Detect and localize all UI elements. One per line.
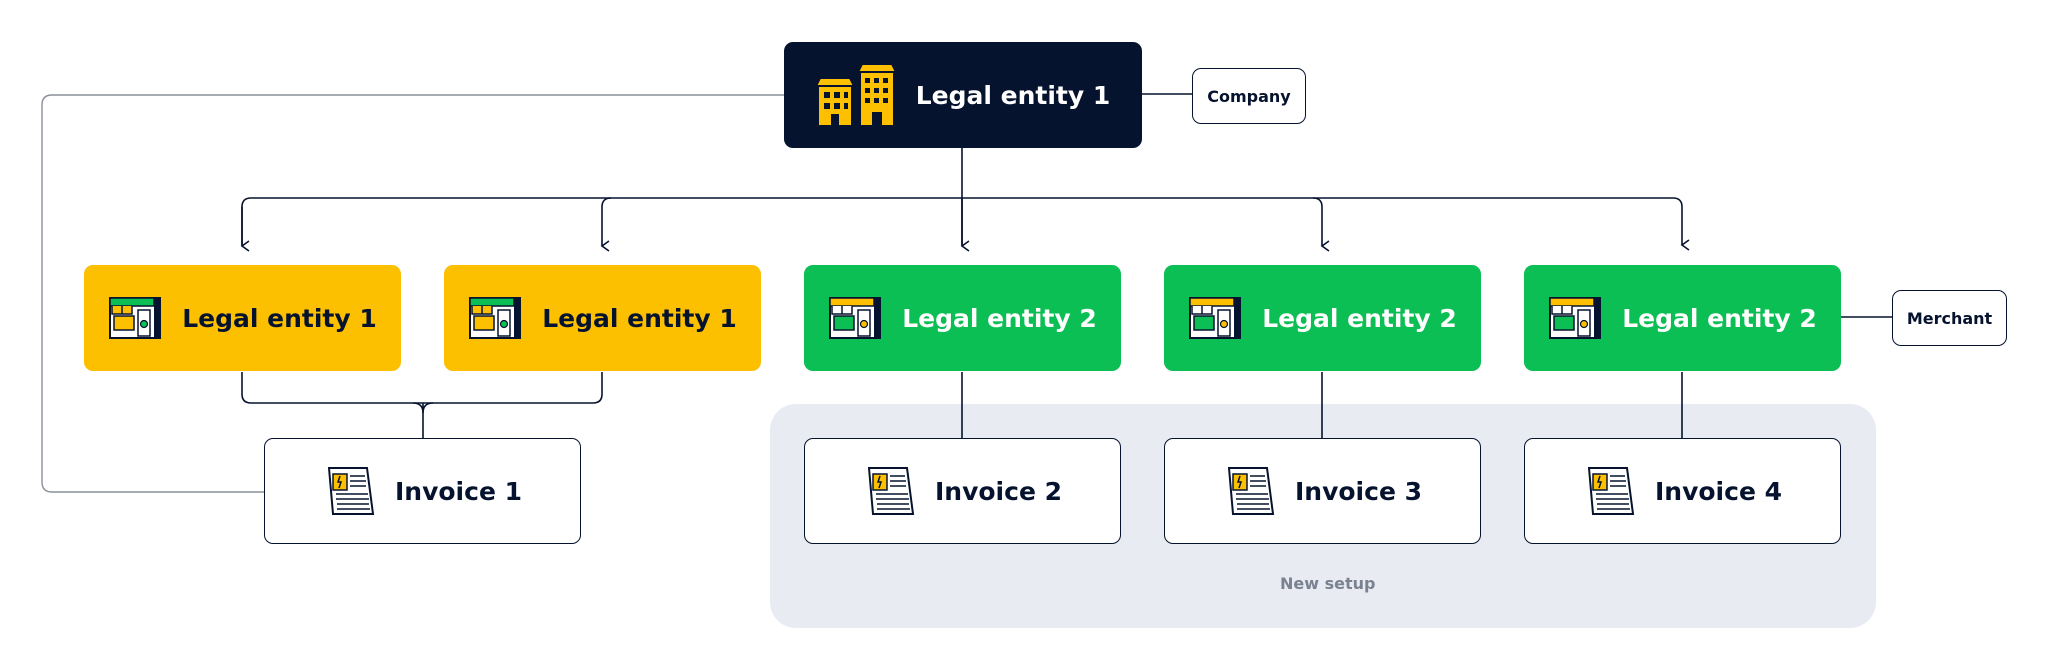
entity-label-4: Legal entity 2 xyxy=(1262,303,1457,333)
company-tag: Company xyxy=(1192,68,1306,124)
invoice-icon xyxy=(863,466,915,516)
invoice-label-3: Invoice 3 xyxy=(1294,476,1422,506)
company-invoice-line xyxy=(41,94,784,493)
branch-arrow-4 xyxy=(1312,197,1330,252)
branch-arrow-2 xyxy=(602,197,611,246)
root-legal-entity-node[interactable]: Legal entity 1 xyxy=(784,42,1142,148)
invoice1-join-curve xyxy=(412,402,434,414)
store-icon xyxy=(1548,296,1602,340)
store-icon xyxy=(1188,296,1242,340)
buildings-icon xyxy=(815,64,896,126)
root-entity-label: Legal entity 1 xyxy=(915,80,1111,110)
invoice-node-1[interactable]: Invoice 1 xyxy=(264,438,581,544)
invoice-icon xyxy=(1223,466,1275,516)
invoice-node-4[interactable]: Invoice 4 xyxy=(1524,438,1841,544)
entity-label-1: Legal entity 1 xyxy=(182,303,377,333)
entity-label-3: Legal entity 2 xyxy=(902,303,1097,333)
invoice-node-3[interactable]: Invoice 3 xyxy=(1164,438,1481,544)
invoice-icon xyxy=(1583,466,1635,516)
invoice-label-2: Invoice 2 xyxy=(934,476,1062,506)
merchant-tag: Merchant xyxy=(1892,290,2007,346)
invoice-label-4: Invoice 4 xyxy=(1654,476,1782,506)
invoice-node-2[interactable]: Invoice 2 xyxy=(804,438,1121,544)
store-icon xyxy=(828,296,882,340)
entity-node-2[interactable]: Legal entity 1 xyxy=(444,265,761,371)
entity-node-3[interactable]: Legal entity 2 xyxy=(804,265,1121,371)
entity-label-5: Legal entity 2 xyxy=(1622,303,1817,333)
store-icon xyxy=(108,296,162,340)
entity-node-5[interactable]: Legal entity 2 xyxy=(1524,265,1841,371)
invoice-label-1: Invoice 1 xyxy=(394,476,522,506)
entity-node-4[interactable]: Legal entity 2 xyxy=(1164,265,1481,371)
entity-node-1[interactable]: Legal entity 1 xyxy=(84,265,401,371)
entity-label-2: Legal entity 1 xyxy=(542,303,737,333)
store-icon xyxy=(468,296,522,340)
new-setup-label: New setup xyxy=(1280,574,1376,593)
invoice-icon xyxy=(323,466,375,516)
